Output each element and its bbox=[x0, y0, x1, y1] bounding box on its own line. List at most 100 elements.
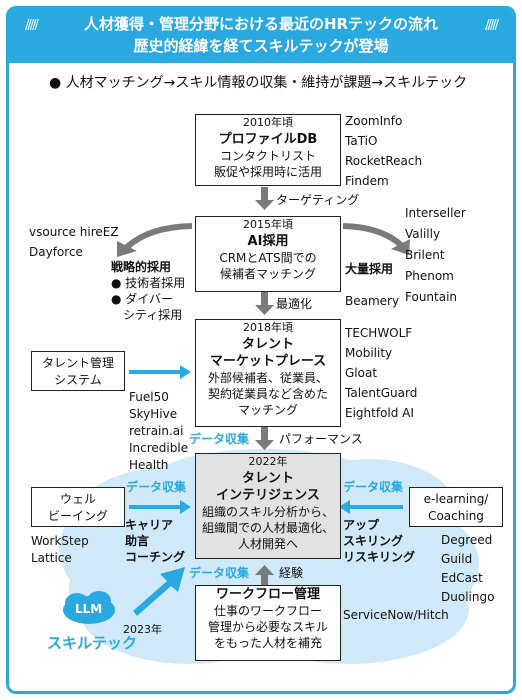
strategic-item-diversity-cont: シティ採用 bbox=[111, 308, 183, 322]
header-hatch-right: ///// bbox=[485, 18, 499, 33]
year-2023: 2023年 bbox=[123, 623, 162, 636]
box-2015-year: 2015年頃 bbox=[243, 218, 293, 231]
flow-label-performance: パフォーマンス bbox=[279, 432, 363, 446]
wellbeing-line2: ビーイング bbox=[47, 509, 108, 523]
skilltech-label: スキルテック bbox=[47, 634, 138, 652]
flow-label-optimization: 最適化 bbox=[276, 297, 313, 311]
workflow-desc2: 管理から必要なスキル bbox=[207, 620, 328, 634]
flow-label-data-collection-2: データ収集 bbox=[189, 566, 250, 580]
arrow-curve-left bbox=[124, 223, 193, 250]
box-2010-desc1: コンタクトリスト bbox=[219, 149, 316, 163]
wellbeing-line1: ウェル bbox=[59, 492, 96, 506]
vendor-phenom: Phenom bbox=[405, 269, 454, 283]
strategic-item-engineers: ● 技術者採用 bbox=[111, 276, 186, 290]
flow-label-targeting: ターゲティング bbox=[276, 193, 360, 207]
llm-label: LLM bbox=[75, 602, 103, 616]
mass-recruiting-heading: 大量採用 bbox=[345, 262, 394, 276]
box-2022-desc3: 人材開発へ bbox=[237, 537, 298, 551]
arrow-down-2 bbox=[255, 292, 274, 315]
box-2010-profile-db: 2010年頃 プロファイルDB コンタクトリスト 販促や採用時に活用 bbox=[195, 114, 341, 186]
header-title-line1: 人材獲得・管理分野における最近のHRテックの流れ bbox=[83, 15, 439, 33]
upskilling-line1: アップ bbox=[343, 518, 380, 532]
box-workflow-management: ワークフロー管理 仕事のワークフロー 管理から必要なスキル をもった人材を補充 bbox=[195, 585, 341, 661]
vendor-skyhive: SkyHive bbox=[129, 407, 178, 421]
vendor-valilly: Valilly bbox=[405, 227, 441, 241]
box-2018-title1: タレント bbox=[241, 337, 294, 352]
vendor-dayforce: Dayforce bbox=[29, 245, 83, 259]
left-2015-vendors: vsource hireEZ Dayforce bbox=[29, 222, 119, 262]
box-2010-title: プロファイルDB bbox=[218, 132, 318, 147]
vendor-mobility: Mobility bbox=[345, 346, 393, 360]
talent-mgmt-line2: システム bbox=[54, 373, 102, 387]
vendor-findem: Findem bbox=[345, 174, 389, 188]
vendor-servicenow-hitch: ServiceNow/Hitch bbox=[343, 608, 449, 622]
box-2022-talent-intelligence: 2022年 タレント インテリジェンス 組織のスキル分析から、 組織間での人材最… bbox=[195, 453, 341, 559]
arrow-down-3 bbox=[255, 427, 274, 450]
workflow-desc3: をもった人材を補充 bbox=[213, 636, 322, 650]
box-2018-desc3: マッチング bbox=[237, 403, 298, 417]
arrow-curve-right-head bbox=[391, 239, 410, 255]
arrow-down-1 bbox=[255, 187, 274, 210]
vendors-2010: ZoomInfo TaTiO RocketReach Findem bbox=[345, 111, 422, 191]
flow-label-data-collection-1: データ収集 bbox=[189, 432, 250, 446]
arrow-blue-elearning-head bbox=[339, 500, 350, 514]
upskilling-line2: スキリング bbox=[343, 534, 404, 548]
header-title-line2: 歴史的経緯を経てスキルテックが登場 bbox=[133, 37, 389, 55]
elearning-line1: e-learning/ bbox=[423, 492, 489, 506]
box-2022-title2: インテリジェンス bbox=[216, 488, 320, 503]
vendors-elearning: Degreed Guild EdCast Duolingo bbox=[441, 531, 494, 607]
box-2015-desc1: CRMとATS間での bbox=[219, 251, 317, 265]
vendor-brilent: Brilent bbox=[405, 248, 445, 262]
box-2022-desc1: 組織のスキル分析から、 bbox=[201, 505, 334, 519]
vendors-talent-mgmt: Fuel50 SkyHive retrain.ai Incredible Hea… bbox=[129, 389, 188, 474]
diagram-frame: ///// 人材獲得・管理分野における最近のHRテックの流れ 歴史的経緯を経てス… bbox=[6, 6, 516, 694]
workflow-title: ワークフロー管理 bbox=[215, 587, 320, 602]
vendor-tatio: TaTiO bbox=[345, 134, 378, 148]
career-coaching: キャリア 助言 コーチング bbox=[125, 517, 185, 565]
vendor-lattice: Lattice bbox=[31, 551, 72, 565]
vendor-rocketreach: RocketReach bbox=[345, 154, 423, 168]
strategic-recruiting: 戦略的採用 ● 技術者採用 ● ダイバー シティ採用 bbox=[111, 259, 185, 323]
vendors-wellbeing: WorkStep Lattice bbox=[31, 533, 89, 567]
arrow-blue-talent bbox=[129, 370, 181, 374]
box-2018-year: 2018年頃 bbox=[243, 321, 293, 334]
vendor-gloat: Gloat bbox=[345, 366, 378, 380]
strategic-item-diversity: ● ダイバー bbox=[111, 292, 174, 306]
box-talent-management-system: タレント管理 システム bbox=[31, 351, 125, 391]
subtitle: ● 人材マッチング→スキル情報の収集・維持が課題→スキルテック bbox=[49, 75, 468, 91]
box-2022-year: 2022年 bbox=[248, 455, 288, 468]
box-2018-desc1: 外部候補者、従業員、 bbox=[207, 371, 328, 385]
vendor-guild: Guild bbox=[441, 552, 473, 566]
header-banner: ///// 人材獲得・管理分野における最近のHRテックの流れ 歴史的経緯を経てス… bbox=[9, 9, 513, 63]
vendor-talentguard: TalentGuard bbox=[345, 386, 418, 400]
arrow-curve-left-head bbox=[117, 241, 137, 257]
vendor-degreed: Degreed bbox=[441, 533, 493, 547]
box-2022-desc2: 組織間での人材最適化、 bbox=[201, 521, 334, 535]
vendor-eightfold-ai: Eightfold AI bbox=[345, 406, 414, 420]
vendor-beamery: Beamery bbox=[345, 294, 400, 308]
elearning-data-collection: データ収集 bbox=[343, 480, 404, 494]
arrow-up-4 bbox=[255, 565, 274, 588]
vendor-edcast: EdCast bbox=[441, 571, 483, 585]
vendor-fountain: Fountain bbox=[405, 290, 458, 304]
arrow-blue-wellbeing-head bbox=[180, 500, 191, 514]
workflow-desc1: 仕事のワークフロー bbox=[213, 604, 322, 618]
strategic-recruiting-heading: 戦略的採用 bbox=[111, 260, 172, 274]
box-2015-title: AI採用 bbox=[247, 234, 289, 249]
box-2018-talent-marketplace: 2018年頃 タレント マーケットプレース 外部候補者、従業員、 契約従業員など… bbox=[195, 319, 341, 427]
upskilling-reskilling: アップ スキリング リスキリング bbox=[343, 517, 415, 565]
vendor-incredible: Incredible bbox=[129, 441, 189, 455]
arrow-blue-talent-head bbox=[180, 365, 191, 379]
career-line1: キャリア bbox=[125, 518, 174, 532]
vendor-health: Health bbox=[129, 458, 169, 472]
box-elearning-coaching: e-learning/ Coaching bbox=[409, 487, 503, 527]
career-line3: コーチング bbox=[125, 550, 186, 564]
elearning-line2: Coaching bbox=[428, 509, 484, 523]
box-wellbeing: ウェル ビーイング bbox=[31, 487, 125, 527]
flow-arrows bbox=[63, 187, 410, 624]
box-2010-desc2: 販促や採用時に活用 bbox=[213, 165, 322, 179]
llm-cloud bbox=[63, 591, 115, 624]
vendors-mass-recruiting: Interseller Valilly Brilent Phenom Fount… bbox=[405, 203, 466, 308]
box-2022-title1: タレント bbox=[241, 471, 294, 486]
box-2018-title2: マーケットプレース bbox=[209, 354, 327, 369]
